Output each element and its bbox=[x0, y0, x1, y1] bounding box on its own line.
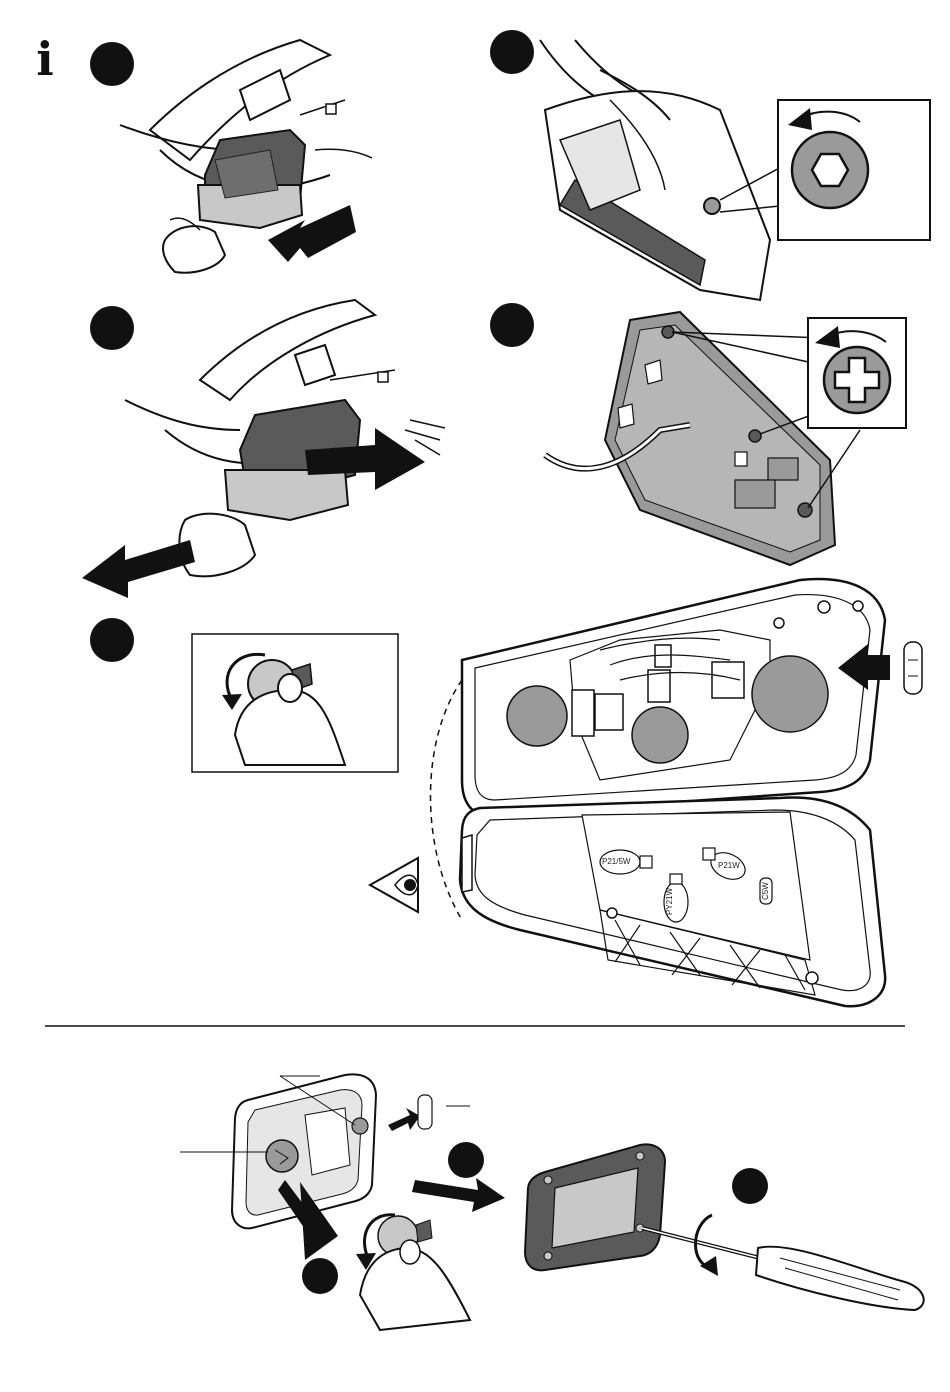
step-2-illustration bbox=[490, 30, 930, 300]
festoon-bulb bbox=[904, 642, 922, 694]
step-4-marker bbox=[490, 303, 534, 347]
bottom-marker-1 bbox=[302, 1258, 338, 1294]
lamp-housing-open-view: P21/5W P21W PY21W C5W bbox=[370, 579, 922, 1006]
step-5-marker bbox=[90, 618, 134, 662]
bulb-label: PY21W bbox=[665, 887, 674, 915]
phillips-screw-icon bbox=[824, 347, 890, 413]
step-5-illustration bbox=[90, 618, 398, 772]
hex-bolt-icon bbox=[792, 132, 868, 208]
push-arrow-icon bbox=[412, 1178, 505, 1212]
step-1-illustration bbox=[90, 40, 372, 273]
push-arrow-icon bbox=[82, 540, 195, 598]
bulb-icon-c5w: C5W bbox=[760, 878, 772, 904]
bulb-label: P21/5W bbox=[602, 857, 631, 866]
license-lamp-illustration bbox=[180, 1074, 924, 1330]
info-icon: i bbox=[36, 32, 53, 86]
bulb-label: C5W bbox=[761, 882, 770, 900]
screwdriver-icon bbox=[642, 1228, 924, 1310]
bottom-marker-3 bbox=[732, 1168, 768, 1204]
step-3-illustration bbox=[82, 300, 445, 598]
step-2-marker bbox=[490, 30, 534, 74]
eye-icon bbox=[370, 858, 418, 912]
step-4-illustration bbox=[490, 303, 906, 565]
step-1-marker bbox=[90, 42, 134, 86]
svg-text:i: i bbox=[36, 32, 53, 86]
step-3-marker bbox=[90, 306, 134, 350]
bottom-marker-2 bbox=[448, 1142, 484, 1178]
bulb-label: P21W bbox=[718, 861, 740, 870]
